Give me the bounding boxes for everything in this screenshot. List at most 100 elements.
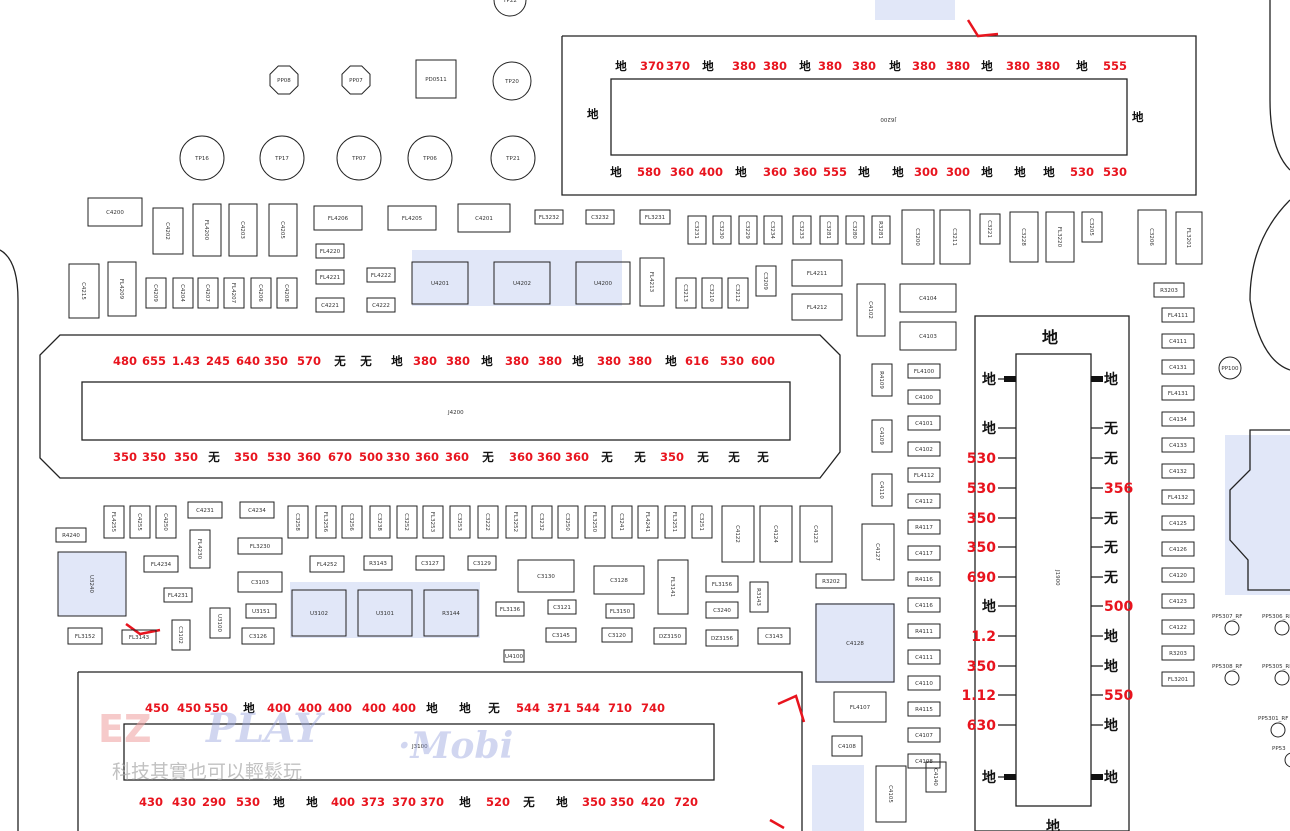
component-designator: FL3253 bbox=[429, 512, 435, 533]
component-designator: PP100 bbox=[1221, 366, 1239, 372]
component-designator: C3103 bbox=[251, 580, 269, 586]
pin-label: 地 bbox=[799, 59, 811, 73]
component-designator: C3212 bbox=[734, 284, 740, 302]
component-footprint bbox=[107, 261, 137, 317]
pin-label: 地 bbox=[981, 165, 993, 179]
component-footprint bbox=[691, 505, 713, 539]
component-footprint bbox=[871, 215, 891, 245]
component-footprint bbox=[701, 277, 723, 309]
pin-label: 400 bbox=[328, 701, 352, 715]
pin-label: 380 bbox=[912, 59, 936, 73]
component-footprint bbox=[907, 415, 941, 431]
pin-label: 无 bbox=[727, 450, 740, 464]
component-designator: C4215 bbox=[80, 282, 86, 300]
pin-label: 地 bbox=[306, 795, 318, 809]
component-designator: FL4212 bbox=[807, 305, 827, 311]
pin-label: 地 bbox=[982, 420, 996, 437]
component-designator: C4209 bbox=[152, 284, 158, 302]
pin-label: 地 bbox=[1104, 628, 1118, 645]
component-footprint bbox=[856, 283, 886, 337]
component-designator: C3258 bbox=[294, 513, 300, 531]
component-designator: R4111 bbox=[915, 629, 933, 635]
pin-label: 555 bbox=[823, 165, 847, 179]
component-footprint bbox=[1175, 211, 1203, 265]
component-designator: R4109 bbox=[878, 371, 884, 389]
pin-label: 373 bbox=[361, 795, 385, 809]
component-designator: C3205 bbox=[1088, 218, 1094, 236]
component-designator: FL3201 bbox=[1185, 228, 1191, 248]
component-footprint bbox=[209, 607, 231, 639]
component-footprint bbox=[907, 519, 941, 535]
pin-label: 380 bbox=[505, 354, 529, 368]
test-point-label: PP5308_RF bbox=[1212, 664, 1242, 670]
pin-label: 740 bbox=[641, 701, 665, 715]
component-designator: DZ3156 bbox=[711, 636, 734, 642]
component-footprint bbox=[705, 629, 739, 647]
component-footprint bbox=[121, 629, 157, 645]
component-designator: C3102 bbox=[177, 626, 183, 644]
component-footprint bbox=[791, 293, 843, 321]
pin-label: 地 bbox=[1104, 769, 1118, 786]
component-footprint bbox=[357, 589, 413, 637]
component-footprint bbox=[143, 555, 179, 573]
component-designator: PP07 bbox=[349, 78, 363, 84]
component-footprint bbox=[239, 501, 275, 519]
right-connector-ground-pads bbox=[1004, 376, 1103, 780]
pin-label: 500 bbox=[1104, 599, 1133, 615]
pin-label: 380 bbox=[763, 59, 787, 73]
test-point-label: PP5306_RF bbox=[1262, 614, 1290, 620]
pin-label: 地 bbox=[665, 354, 677, 368]
pin-label: 430 bbox=[139, 795, 163, 809]
pin-label: 530 bbox=[1070, 165, 1094, 179]
component-footprint bbox=[1161, 411, 1195, 427]
pin-label: 无 bbox=[359, 354, 372, 368]
component-footprint bbox=[315, 505, 337, 539]
component-designator: U4100 bbox=[505, 654, 524, 660]
component-footprint bbox=[547, 599, 577, 615]
pin-label: 400 bbox=[699, 165, 723, 179]
pin-label: 无 bbox=[1103, 540, 1118, 556]
component-designator: FL3252 bbox=[512, 512, 518, 532]
component-designator: U3101 bbox=[376, 611, 394, 617]
component-designator: C4105 bbox=[887, 785, 893, 803]
watermark-slogan: 科技其實也可以輕鬆玩 bbox=[112, 761, 302, 783]
component-designator: C3233 bbox=[798, 221, 804, 239]
pin-label: 1.43 bbox=[172, 354, 200, 368]
component-footprint bbox=[192, 203, 222, 257]
pin-label: 380 bbox=[538, 354, 562, 368]
component-footprint bbox=[237, 571, 283, 593]
component-footprint bbox=[531, 505, 553, 539]
component-designator: C4108 bbox=[915, 759, 933, 765]
component-footprint bbox=[979, 213, 1001, 245]
component-footprint bbox=[269, 65, 299, 95]
component-designator: C3228 bbox=[1020, 228, 1026, 246]
component-designator: TP20 bbox=[504, 79, 519, 85]
pin-label: 380 bbox=[597, 354, 621, 368]
component-designator: C4125 bbox=[1169, 521, 1187, 527]
pin-label: 371 bbox=[547, 701, 571, 715]
component-footprint bbox=[291, 589, 347, 637]
pin-label: 370 bbox=[666, 59, 690, 73]
component-designator: C3238 bbox=[376, 513, 382, 531]
connector-middle-label: J4200 bbox=[447, 410, 464, 416]
pin-label: 530 bbox=[967, 451, 996, 467]
component-footprint bbox=[490, 135, 536, 181]
pin-label: 370 bbox=[420, 795, 444, 809]
pin-label: 地 bbox=[982, 598, 996, 615]
component-designator: C4203 bbox=[239, 221, 245, 239]
component-designator: TP17 bbox=[274, 156, 289, 162]
component-designator: C3230 bbox=[718, 221, 724, 239]
pin-label: 670 bbox=[328, 450, 352, 464]
pin-label: 720 bbox=[674, 795, 698, 809]
pin-label: 400 bbox=[267, 701, 291, 715]
pin-label: 地 bbox=[735, 165, 747, 179]
component-footprint bbox=[366, 267, 396, 283]
component-designator: R3202 bbox=[822, 579, 840, 585]
component-footprint bbox=[457, 203, 511, 233]
component-designator: C4110 bbox=[915, 681, 933, 687]
component-footprint bbox=[907, 545, 941, 561]
component-footprint bbox=[315, 269, 345, 285]
component-designator: TP06 bbox=[422, 156, 437, 162]
